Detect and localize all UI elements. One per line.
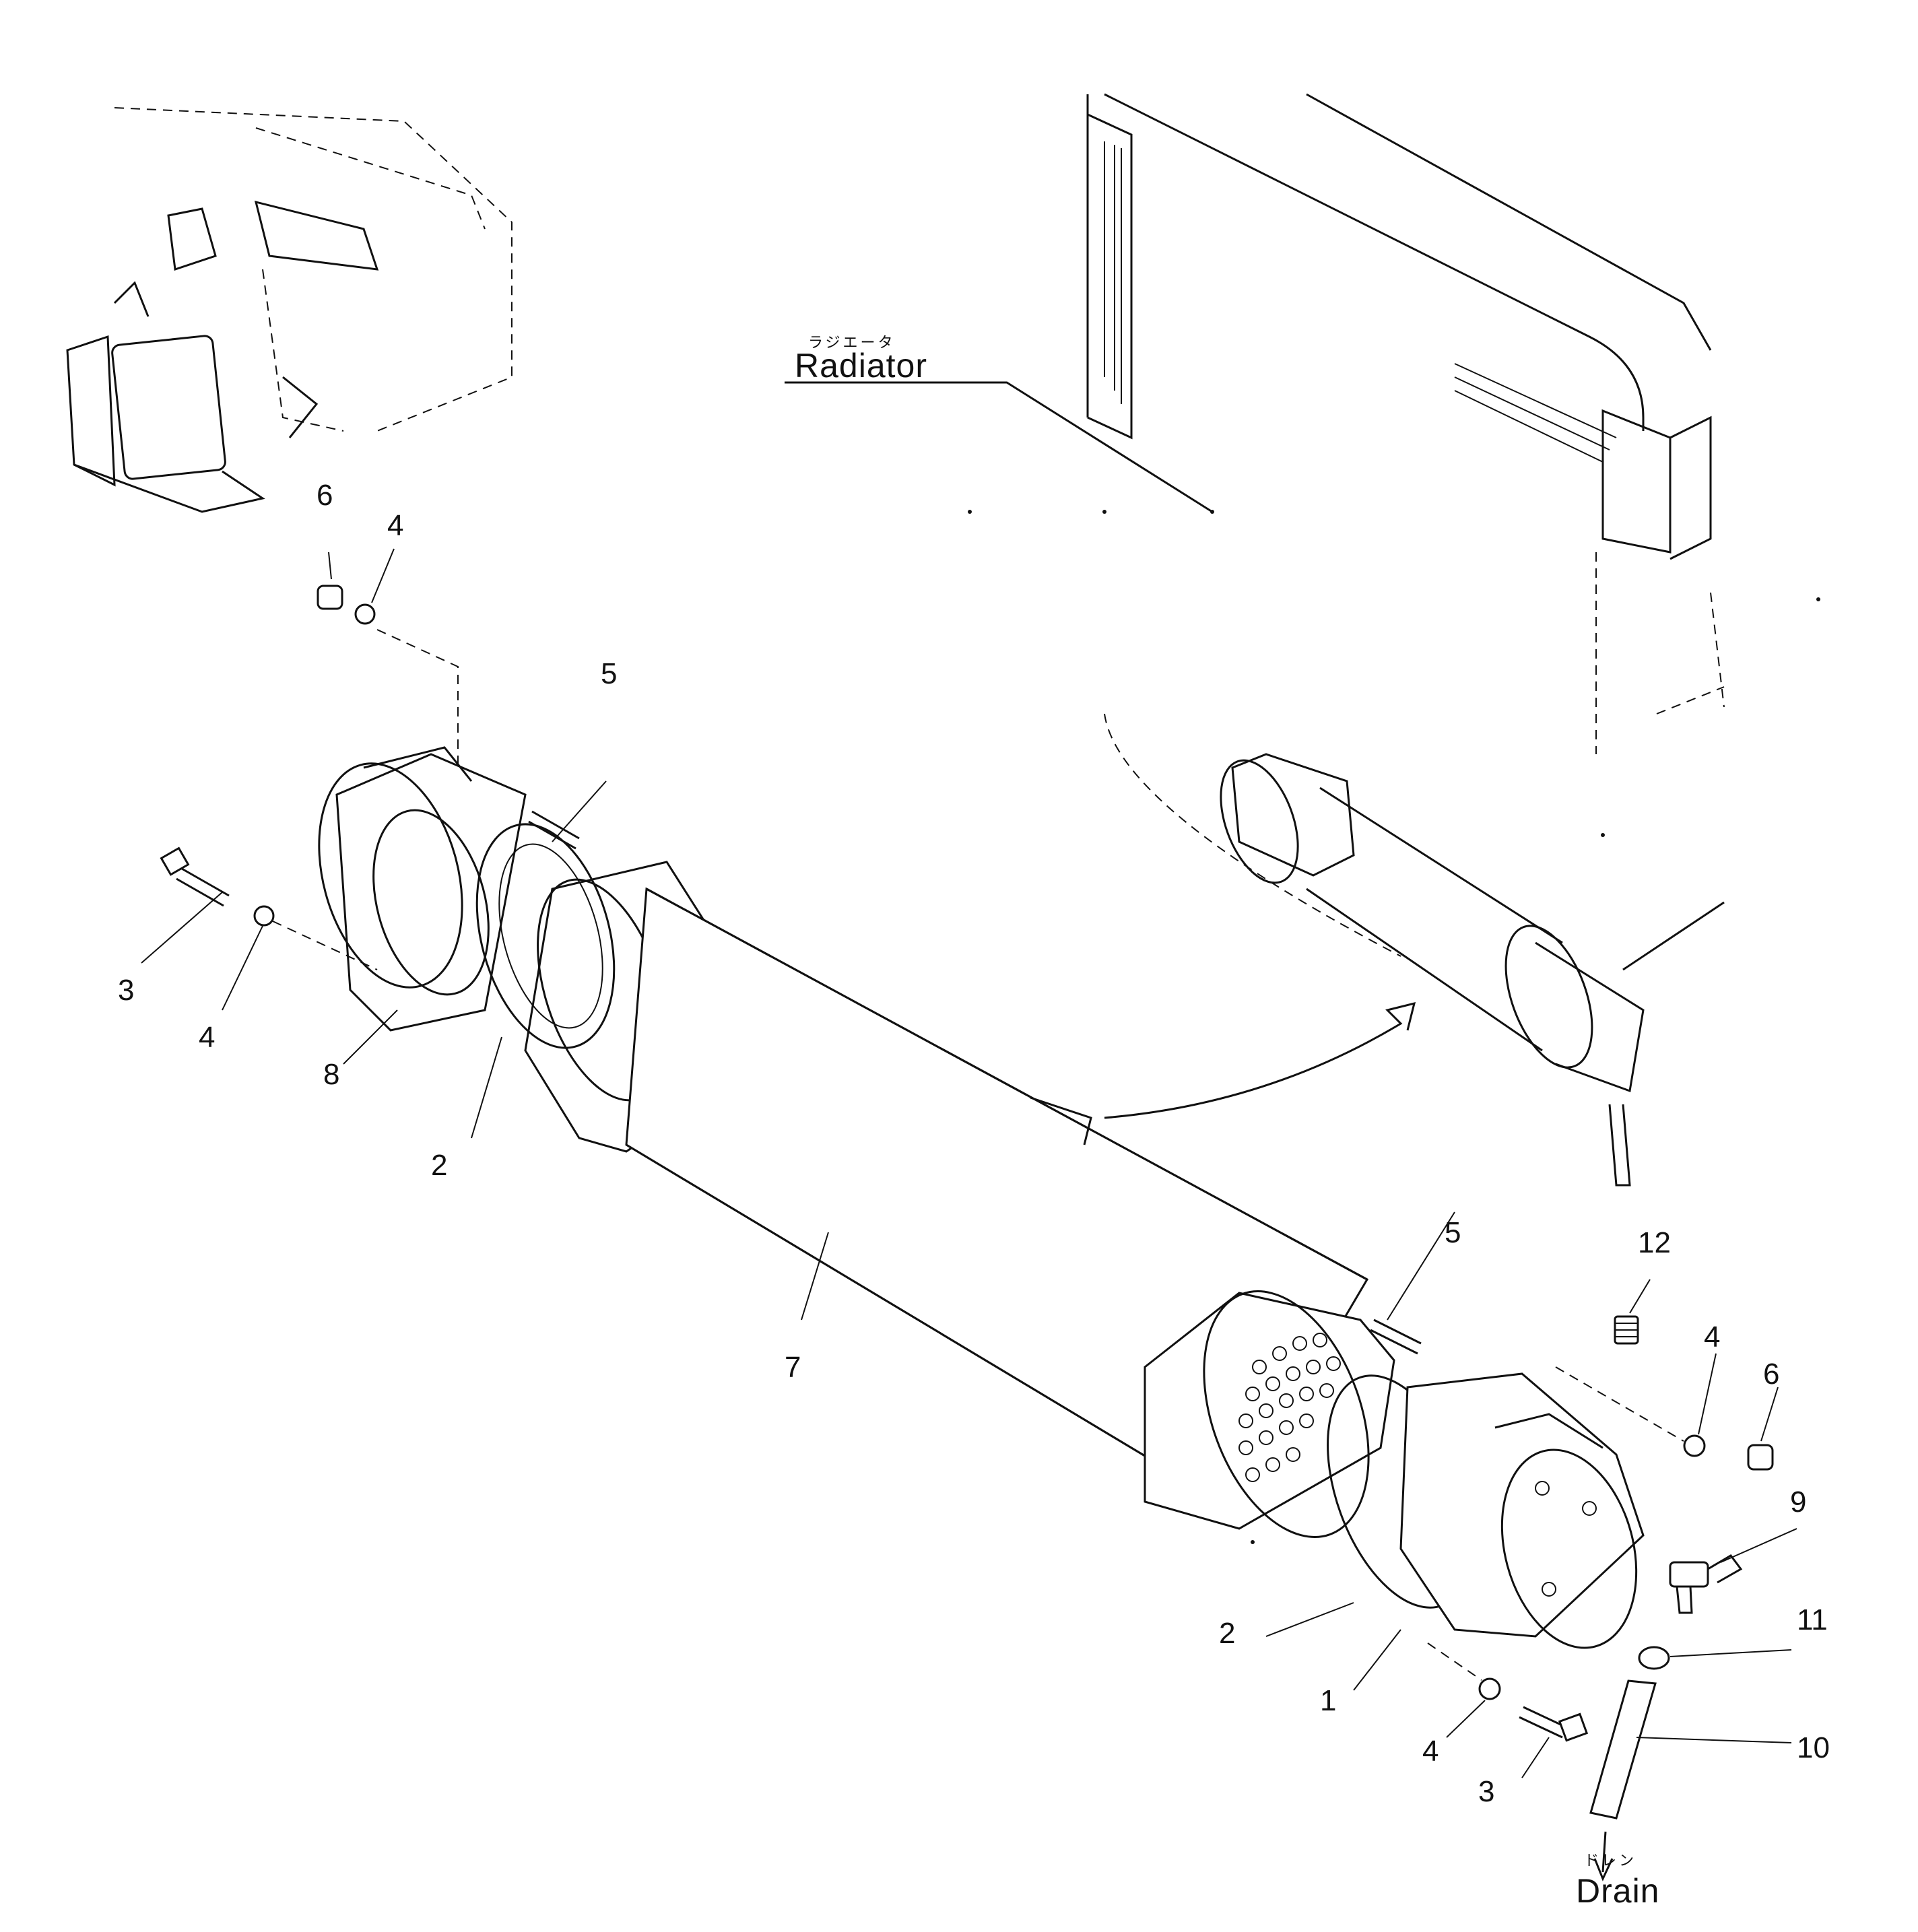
drain-cock-part-9 xyxy=(1669,1554,1743,1614)
bolt-right xyxy=(1519,1706,1589,1742)
callout-6-top: 6 xyxy=(317,479,333,512)
callout-7: 7 xyxy=(785,1351,801,1384)
callout-numbers: 6 4 5 3 4 8 2 7 5 12 4 6 9 11 2 1 10 4 3 xyxy=(118,479,1830,1808)
plug-part-12 xyxy=(1614,1315,1639,1345)
hose-clamp-part-11 xyxy=(1638,1646,1670,1670)
assembly-line-right-top xyxy=(1555,1366,1684,1442)
cooler-body-part-7 xyxy=(524,861,1395,1538)
callout-6-right: 6 xyxy=(1763,1358,1779,1391)
callout-3-left: 3 xyxy=(118,974,134,1007)
callout-5-left: 5 xyxy=(601,657,617,690)
callout-12: 12 xyxy=(1638,1226,1671,1259)
callout-8: 8 xyxy=(323,1058,339,1091)
callout-4-top: 4 xyxy=(387,509,403,542)
radiator-label-jp: ラジエータ xyxy=(808,334,896,351)
drain-label-jp: ドレン xyxy=(1584,1852,1636,1869)
bolt-left xyxy=(160,846,230,907)
radiator-leader-line xyxy=(785,381,1213,513)
washer-left-lower xyxy=(253,905,275,927)
callout-1: 1 xyxy=(1320,1684,1336,1717)
stud-bolt-left xyxy=(528,810,580,850)
assembly-line-right-bottom xyxy=(1427,1642,1482,1681)
right-end-cover-part-1 xyxy=(1399,1372,1645,1649)
drain-hose-part-10 xyxy=(1589,1679,1657,1881)
drain-label: Drain xyxy=(1576,1872,1659,1910)
drain-label-group: ドレン Drain xyxy=(1576,1852,1659,1910)
assembled-cooler-inset xyxy=(1104,713,1725,1187)
callout-11: 11 xyxy=(1797,1603,1828,1636)
callout-2-right: 2 xyxy=(1219,1617,1235,1650)
callout-9: 9 xyxy=(1790,1486,1806,1519)
callout-3-right: 3 xyxy=(1478,1775,1494,1808)
washer-right-upper xyxy=(1683,1434,1706,1457)
scan-specks xyxy=(968,510,1820,1544)
tube-sheet-holes xyxy=(1238,1333,1341,1482)
callout-10: 10 xyxy=(1797,1731,1830,1764)
nut-right xyxy=(1747,1444,1774,1471)
radiator-label-group: ラジエータ Radiator xyxy=(785,334,1213,513)
callout-2-left: 2 xyxy=(431,1149,447,1182)
callout-4-right-lower: 4 xyxy=(1422,1735,1438,1768)
washer-left-upper xyxy=(354,603,376,625)
radiator-label: Radiator xyxy=(795,347,927,385)
washer-right-lower xyxy=(1478,1677,1501,1700)
left-end-cover-part-8 xyxy=(318,746,527,1032)
nut-left xyxy=(317,585,343,610)
callout-4-left: 4 xyxy=(199,1021,215,1054)
radiator-illustration xyxy=(1086,93,1725,754)
callout-4-right-upper: 4 xyxy=(1704,1321,1720,1354)
callout-5-right: 5 xyxy=(1445,1216,1461,1249)
stud-bolt-right xyxy=(1370,1319,1422,1355)
engine-block-illustration xyxy=(66,107,512,513)
assembly-line-left-bottom xyxy=(272,921,378,970)
callout-leaders xyxy=(141,548,1797,1778)
assembly-line-left-top xyxy=(376,629,459,768)
left-gasket-part-2 xyxy=(475,823,616,1049)
